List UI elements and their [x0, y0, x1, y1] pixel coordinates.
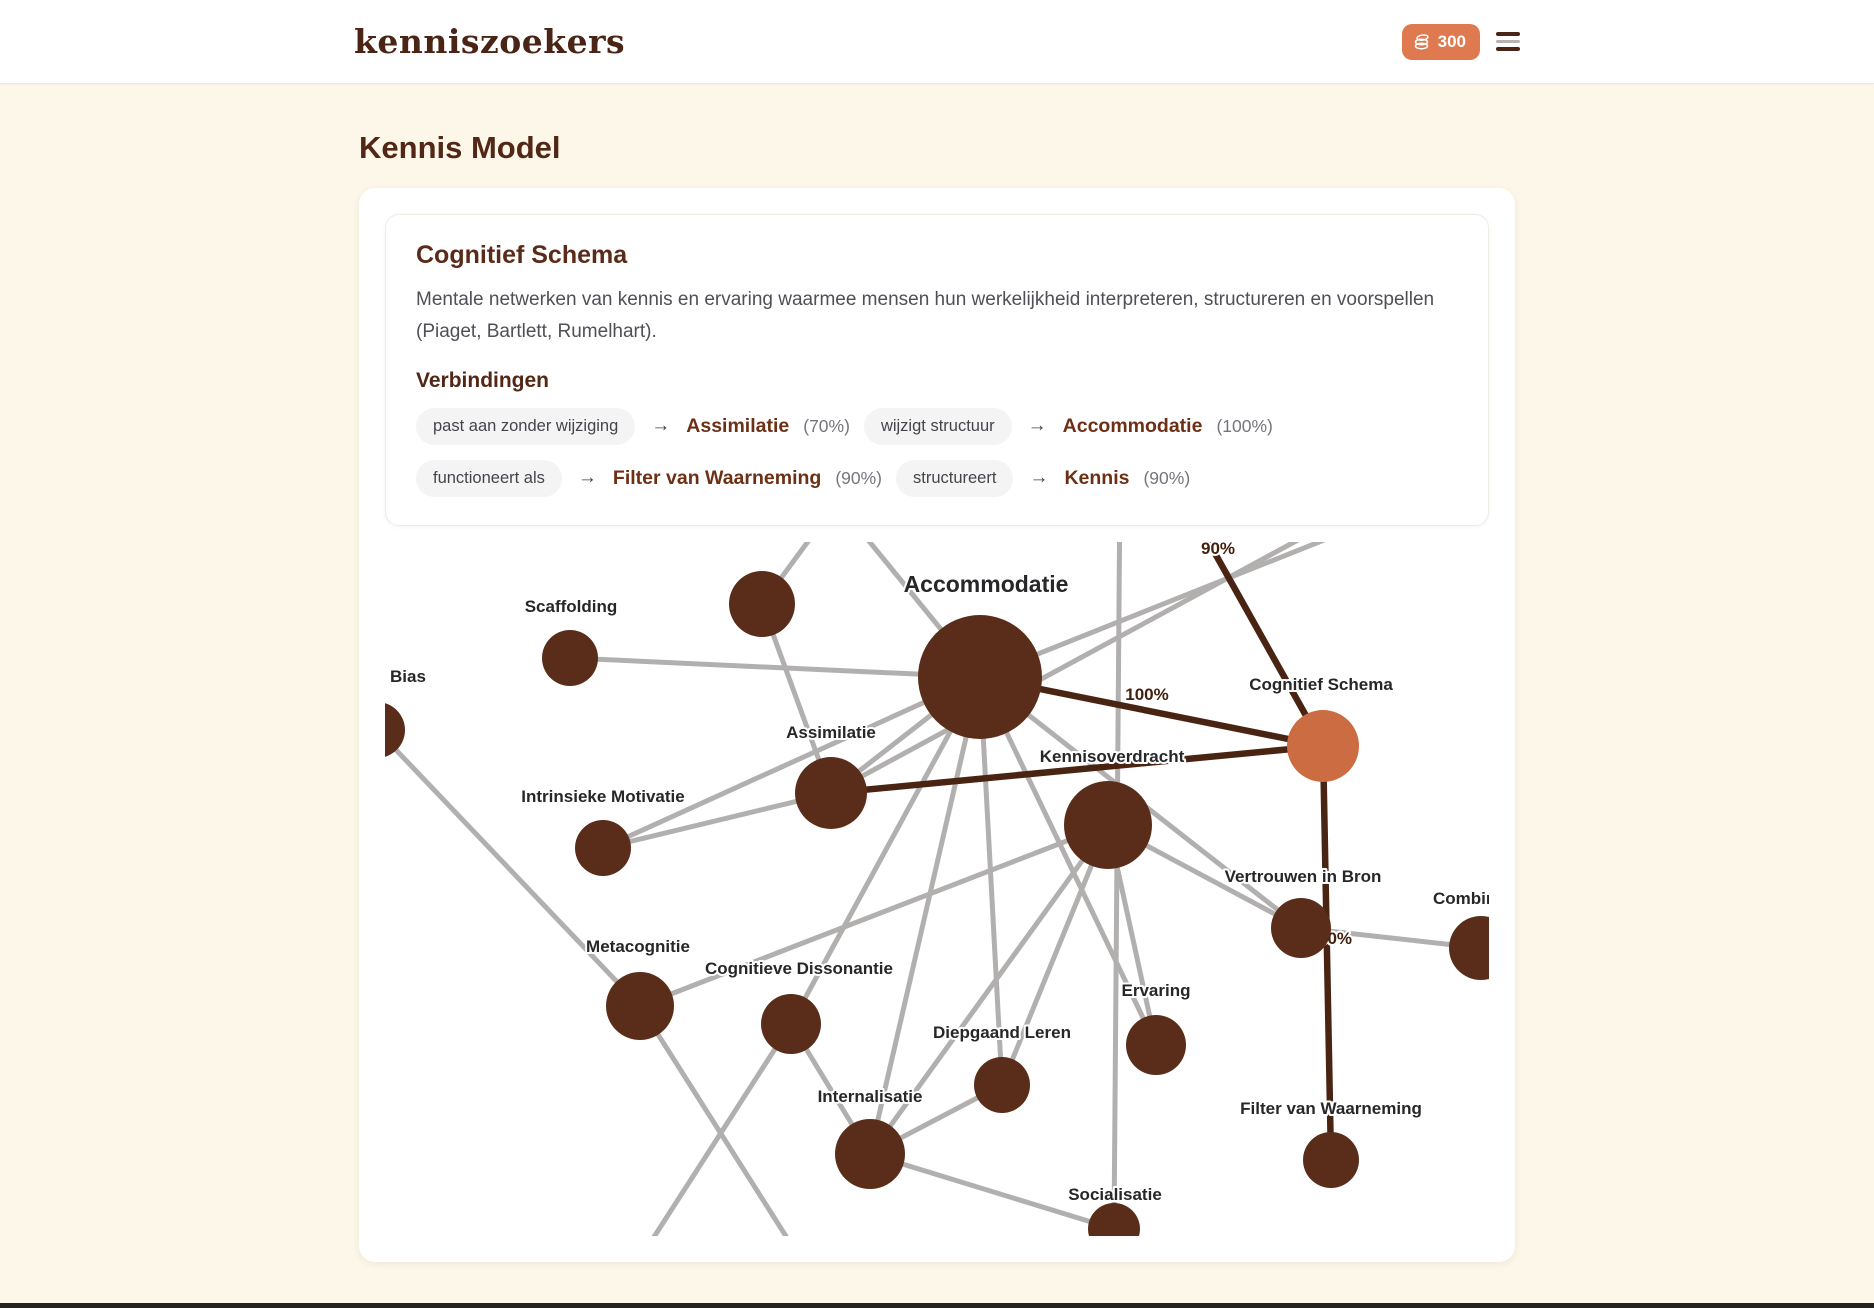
graph-node-bias[interactable] [385, 702, 405, 758]
graph-edge [828, 541, 1300, 796]
graph-edge [788, 674, 983, 1027]
graph-node-label-bias: Bias [390, 667, 426, 686]
connection-weight: (100%) [1216, 415, 1273, 436]
graph-node-label-cognitieve-dissonantie: Cognitieve Dissonantie [705, 959, 893, 978]
graph-node-label-metacognitie: Metacognitie [586, 937, 690, 956]
graph-node-label-socialisatie: Socialisatie [1068, 1185, 1162, 1204]
edge-weight-label: 90% [1201, 542, 1235, 558]
graph-node-label-combineren: Combin [1433, 889, 1489, 908]
concept-info-box: Cognitief Schema Mentale netwerken van k… [385, 214, 1489, 526]
graph-node-label-internalisatie: Internalisatie [818, 1087, 923, 1106]
graph-node-label-cognitief-schema: Cognitief Schema [1249, 675, 1393, 694]
connection-relation-pill: wijzigt structuur [863, 407, 1012, 445]
footer-strip [0, 1303, 1874, 1308]
header: kenniszoekers 300 [0, 0, 1874, 84]
connection-weight: (90%) [835, 467, 882, 488]
graph-node-intrinsieke-motivatie[interactable] [575, 819, 631, 876]
connection-target: Filter van Waarneming [612, 466, 822, 489]
graph-edge [1111, 541, 1123, 1232]
connections-row-1: past aan zonder wijziging → Assimilatie … [416, 407, 1458, 445]
connection-relation-pill: functioneert als [416, 459, 562, 497]
graph-edge-highlighted [1204, 541, 1327, 749]
graph-edge [567, 655, 983, 680]
hamburger-icon[interactable] [1496, 30, 1520, 53]
graph-edge [999, 822, 1111, 1088]
graph-node-label-filter-van-waarneming: Filter van Waarneming [1240, 1099, 1422, 1118]
graph-edge [651, 1021, 794, 1236]
graph-node-kennisoverdracht[interactable] [1064, 780, 1152, 869]
connection-weight: (70%) [803, 415, 850, 436]
concept-description: Mentale netwerken van kennis en ervaring… [416, 289, 1435, 343]
graph-node-combineren[interactable] [1449, 915, 1489, 980]
graph-node-diepgaand-leren[interactable] [974, 1056, 1030, 1113]
concept-heading: Cognitief Schema [416, 241, 628, 269]
main-content: Kennis Model Cognitief Schema Mentale ne… [359, 130, 1515, 1262]
graph-node-scaffolding[interactable] [542, 629, 598, 686]
graph-node-label-assimilatie: Assimilatie [786, 723, 876, 742]
graph-node-internalisatie[interactable] [835, 1118, 905, 1189]
arrow-icon: → [1027, 415, 1047, 437]
connection-target: Assimilatie [686, 414, 790, 437]
graph-node-label-kennisoverdracht: Kennisoverdracht [1040, 747, 1185, 766]
graph-edge [637, 822, 1111, 1009]
graph-node-label-vertrouwen-in-bron: Vertrouwen in Bron [1225, 867, 1382, 886]
connections-row-2: functioneert als → Filter van Waarneming… [416, 459, 1458, 497]
graph-edge [977, 674, 1005, 1088]
edge-weight-label: 100% [1125, 685, 1168, 704]
graph-node-label-scaffolding: Scaffolding [525, 597, 618, 616]
graph-edge-highlighted [827, 742, 1327, 796]
coin-stack-icon [1413, 33, 1431, 51]
graph-node-label-intrinsieke-motivatie: Intrinsieke Motivatie [521, 787, 684, 806]
connection-weight: (90%) [1143, 467, 1191, 488]
kennis-model-card: Cognitief Schema Mentale netwerken van k… [359, 188, 1515, 1262]
arrow-icon: → [1029, 467, 1049, 489]
graph-edge [600, 674, 983, 851]
graph-edge-highlighted [1319, 742, 1335, 1163]
graph-node-cognitief-schema[interactable] [1287, 709, 1359, 782]
page-title: Kennis Model [359, 130, 561, 165]
graph-node-label-diepgaand-leren: Diepgaand Leren [933, 1023, 1071, 1042]
graph-node-socialisatie[interactable] [1088, 1202, 1140, 1236]
graph-edge [385, 734, 643, 1009]
coin-balance-button[interactable]: 300 [1401, 23, 1480, 60]
graph-node-vertrouwen-in-bron[interactable] [1271, 897, 1331, 958]
graph-edge [977, 674, 1159, 1048]
graph-node-accommodatie[interactable] [918, 614, 1042, 739]
graph-node-ervaring[interactable] [1126, 1014, 1186, 1075]
connection-relation-pill: structureert [896, 459, 1014, 497]
graph-node-node-top[interactable] [729, 570, 795, 637]
graph-edge [977, 541, 1326, 680]
graph-node-label-accommodatie: Accommodatie [904, 571, 1069, 597]
connections-heading: Verbindingen [416, 368, 550, 392]
graph-edge [600, 790, 834, 851]
graph-edge [867, 822, 1111, 1157]
arrow-icon: → [651, 415, 671, 437]
graph-edge [637, 1003, 789, 1236]
graph-node-metacognitie[interactable] [606, 971, 674, 1040]
graph-svg: 100%90%90%BiasScaffoldingAccommodatieAss… [385, 541, 1489, 1236]
graph-node-label-ervaring: Ervaring [1122, 981, 1191, 1000]
arrow-icon: → [577, 467, 597, 489]
graph-edge [867, 674, 983, 1157]
graph-node-cognitieve-dissonantie[interactable] [761, 993, 821, 1054]
connection-target: Kennis [1064, 466, 1130, 489]
graph-edge [867, 1151, 1117, 1232]
graph-node-filter-van-waarneming[interactable] [1303, 1131, 1359, 1188]
graph-node-assimilatie[interactable] [795, 756, 867, 829]
connection-relation-pill: past aan zonder wijziging [416, 407, 636, 445]
coin-count: 300 [1437, 31, 1466, 51]
connection-target: Accommodatie [1062, 414, 1203, 437]
app-logo[interactable]: kenniszoekers [354, 22, 626, 61]
